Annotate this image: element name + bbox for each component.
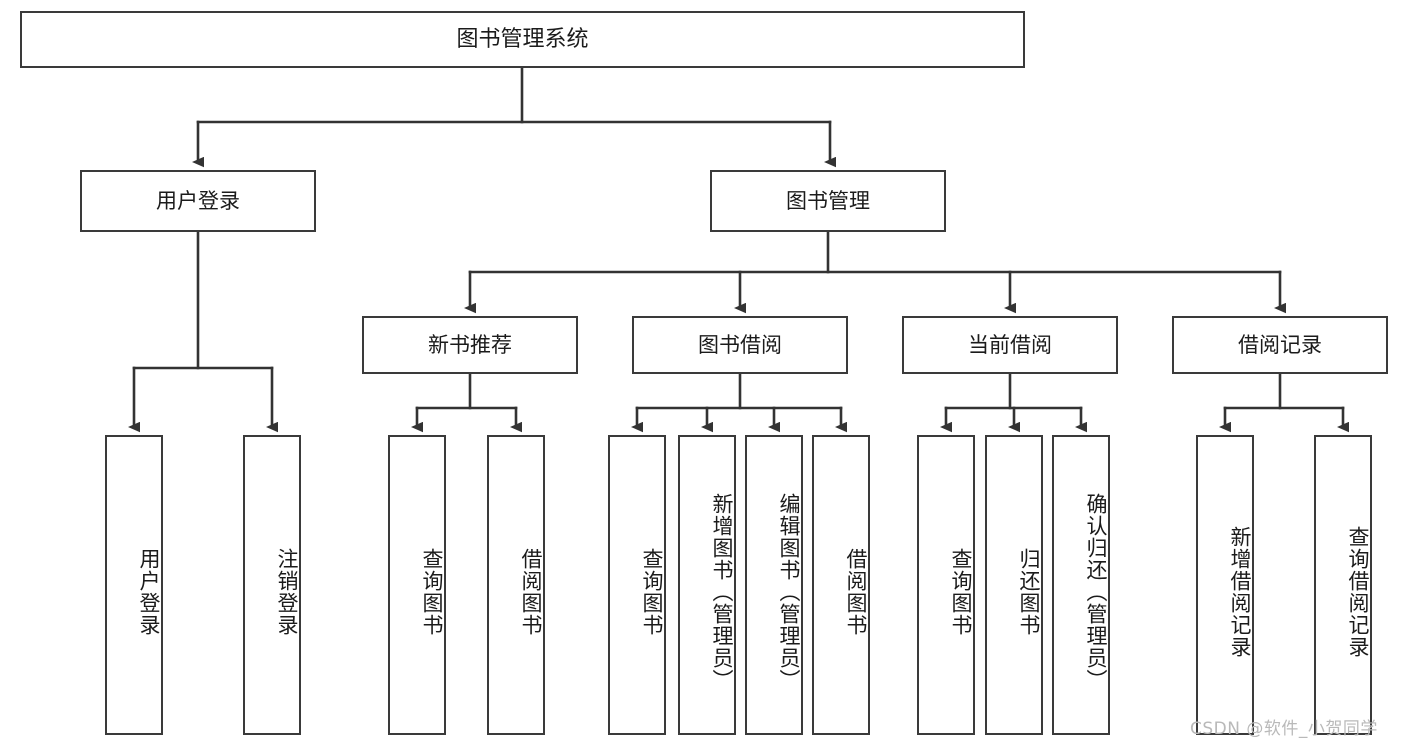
node-root-label: 图书管理系统 [456,26,589,52]
node-leaf-borrow-book-1-label: 借阅图书 [519,548,543,636]
node-leaf-query-book-2-label: 查询图书 [640,548,664,636]
node-leaf-edit-book-label: 编辑图书（管理员） [777,493,801,691]
node-book-manage[interactable]: 图书管理 [710,170,946,232]
node-leaf-query-book-3[interactable]: 查询图书 [917,435,975,735]
node-leaf-query-book-1-label: 查询图书 [420,548,444,636]
node-leaf-edit-book[interactable]: 编辑图书（管理员） [745,435,803,735]
node-leaf-add-book[interactable]: 新增图书（管理员） [678,435,736,735]
node-new-book-rec[interactable]: 新书推荐 [362,316,578,374]
node-current-borrow[interactable]: 当前借阅 [902,316,1118,374]
node-book-borrow-label: 图书借阅 [698,332,782,357]
node-book-manage-label: 图书管理 [786,188,870,213]
node-leaf-borrow-book-2-label: 借阅图书 [844,548,868,636]
node-leaf-confirm-return-label: 确认归还（管理员） [1084,493,1108,691]
node-leaf-add-book-label: 新增图书（管理员） [710,493,734,691]
node-user-login-label: 用户登录 [156,188,240,213]
node-leaf-query-record[interactable]: 查询借阅记录 [1314,435,1372,735]
node-leaf-return-book[interactable]: 归还图书 [985,435,1043,735]
node-leaf-add-record-label: 新增借阅记录 [1228,526,1252,658]
node-leaf-logout[interactable]: 注销登录 [243,435,301,735]
node-leaf-query-book-2[interactable]: 查询图书 [608,435,666,735]
node-leaf-logout-label: 注销登录 [275,548,299,636]
node-borrow-record-label: 借阅记录 [1238,332,1322,357]
node-leaf-user-login-label: 用户登录 [137,548,161,636]
node-leaf-query-book-3-label: 查询图书 [949,548,973,636]
csdn-watermark: CSDN @软件_小贺同学 [1190,719,1378,739]
node-leaf-query-record-label: 查询借阅记录 [1346,526,1370,658]
node-leaf-return-book-label: 归还图书 [1017,548,1041,636]
node-root[interactable]: 图书管理系统 [20,11,1025,68]
node-leaf-borrow-book-1[interactable]: 借阅图书 [487,435,545,735]
node-current-borrow-label: 当前借阅 [968,332,1052,357]
node-leaf-user-login[interactable]: 用户登录 [105,435,163,735]
node-new-book-rec-label: 新书推荐 [428,332,512,357]
node-leaf-borrow-book-2[interactable]: 借阅图书 [812,435,870,735]
node-leaf-confirm-return[interactable]: 确认归还（管理员） [1052,435,1110,735]
node-leaf-query-book-1[interactable]: 查询图书 [388,435,446,735]
node-leaf-add-record[interactable]: 新增借阅记录 [1196,435,1254,735]
node-borrow-record[interactable]: 借阅记录 [1172,316,1388,374]
node-user-login[interactable]: 用户登录 [80,170,316,232]
node-book-borrow[interactable]: 图书借阅 [632,316,848,374]
